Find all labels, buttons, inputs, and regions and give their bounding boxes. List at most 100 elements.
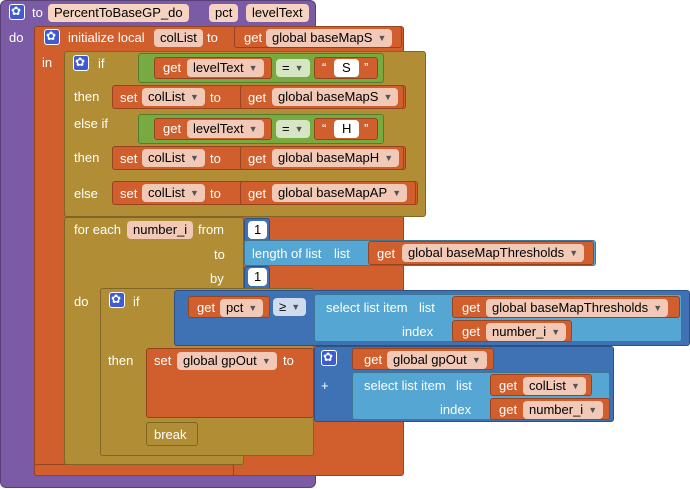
- set2-value[interactable]: global baseMapH▼: [272, 149, 400, 167]
- set1-to-label: to: [210, 90, 221, 105]
- param-leveltext[interactable]: levelText: [246, 4, 309, 22]
- select1-list-value[interactable]: global baseMapThresholds▼: [486, 299, 669, 317]
- foreach-to-label: to: [214, 247, 225, 262]
- chevron-down-icon: ▼: [588, 405, 598, 415]
- set3-get-label: get: [248, 186, 267, 201]
- quote-close-icon: ”: [364, 121, 369, 136]
- init-to-label: to: [207, 30, 218, 45]
- select1-index-value[interactable]: number_i▼: [486, 323, 567, 341]
- cond2-string[interactable]: H: [334, 120, 360, 138]
- chevron-down-icon: ▼: [261, 356, 271, 366]
- chevron-down-icon: ▼: [551, 327, 561, 337]
- break-block[interactable]: [146, 422, 198, 446]
- else-label: else: [74, 186, 98, 201]
- chevron-down-icon: ▼: [383, 92, 393, 102]
- select2-list-value[interactable]: colList▼: [523, 377, 586, 395]
- gpout-get-value[interactable]: global gpOut▼: [387, 351, 487, 369]
- chevron-down-icon: ▼: [294, 124, 304, 134]
- init-get-label: get: [244, 30, 263, 45]
- select2-index-get-label: get: [499, 402, 518, 417]
- procedure-do-label: do: [9, 30, 24, 45]
- cond1-var[interactable]: levelText▼: [187, 59, 264, 77]
- init-in-label: in: [42, 55, 53, 70]
- select-list-label-1: list: [419, 300, 435, 315]
- ge-operator[interactable]: ≥▼: [273, 298, 307, 316]
- inner-then-label: then: [108, 353, 134, 368]
- set3-var[interactable]: colList▼: [142, 184, 205, 202]
- length-list-label: list: [334, 246, 350, 261]
- pct-get-label: get: [197, 300, 216, 315]
- select2-index-value[interactable]: number_i▼: [523, 401, 604, 419]
- set1-get-label: get: [248, 90, 267, 105]
- inner-if-label: if: [133, 294, 140, 309]
- select1-list-get-label: get: [462, 300, 481, 315]
- foreach-by-label: by: [210, 271, 224, 286]
- select-item-label-2: select list item: [364, 378, 446, 393]
- if-label: if: [98, 56, 105, 71]
- init-get-value[interactable]: global baseMapS▼: [266, 29, 393, 47]
- set2-label: set: [120, 151, 138, 166]
- set2-get-label: get: [248, 151, 267, 166]
- foreach-from-label: from: [198, 222, 224, 237]
- inner-if-gear-icon[interactable]: [109, 292, 125, 308]
- set2-var[interactable]: colList▼: [142, 149, 205, 167]
- chevron-down-icon: ▼: [294, 63, 304, 73]
- param-pct[interactable]: pct: [209, 4, 239, 22]
- chevron-down-icon: ▼: [189, 92, 199, 102]
- length-list-value[interactable]: global baseMapThresholds▼: [402, 244, 585, 262]
- chevron-down-icon: ▼: [189, 188, 199, 198]
- chevron-down-icon: ▼: [291, 302, 301, 312]
- chevron-down-icon: ▼: [570, 381, 580, 391]
- then-label-1: then: [74, 89, 100, 104]
- chevron-down-icon: ▼: [392, 188, 402, 198]
- elseif-label: else if: [74, 116, 108, 131]
- set3-to-label: to: [210, 186, 221, 201]
- add-gear-icon[interactable]: [321, 350, 337, 366]
- cond2-operator[interactable]: =▼: [276, 120, 310, 138]
- select-index-label-2: index: [440, 402, 472, 417]
- set1-label: set: [120, 90, 138, 105]
- foreach-do-label: do: [74, 294, 89, 309]
- cond1-string[interactable]: S: [334, 59, 359, 77]
- cond1-operator[interactable]: =▼: [276, 59, 310, 77]
- set-gpout-to-label: to: [283, 353, 294, 368]
- set1-var[interactable]: colList▼: [142, 88, 205, 106]
- gpout-get-label: get: [364, 352, 383, 367]
- init-label: initialize local: [68, 30, 145, 45]
- procedure-name-field[interactable]: PercentToBaseGP_do: [48, 4, 189, 22]
- select1-index-get-label: get: [462, 324, 481, 339]
- select2-list-get-label: get: [499, 378, 518, 393]
- chevron-down-icon: ▼: [384, 153, 394, 163]
- init-var-name[interactable]: colList: [154, 29, 203, 47]
- init-bottom-arm: [34, 464, 234, 476]
- select-index-label-1: index: [402, 324, 434, 339]
- set1-value[interactable]: global baseMapS▼: [272, 88, 399, 106]
- break-label: break: [154, 427, 187, 442]
- init-gear-icon[interactable]: [44, 29, 60, 45]
- cond2-get-label: get: [163, 121, 182, 136]
- foreach-var[interactable]: number_i: [127, 221, 194, 239]
- set3-label: set: [120, 186, 138, 201]
- set2-to-label: to: [210, 151, 221, 166]
- chevron-down-icon: ▼: [189, 153, 199, 163]
- select-list-label-2: list: [456, 378, 472, 393]
- chevron-down-icon: ▼: [653, 303, 663, 313]
- from-number[interactable]: 1: [248, 221, 268, 239]
- plus-label: +: [321, 378, 329, 393]
- quote-close-icon: ”: [364, 60, 369, 75]
- set-gpout-var[interactable]: global gpOut▼: [177, 352, 277, 370]
- procedure-to-label: to: [32, 5, 43, 20]
- length-label: length of list: [252, 246, 322, 261]
- cond2-var[interactable]: levelText▼: [187, 120, 264, 138]
- set3-value[interactable]: global baseMapAP▼: [272, 184, 408, 202]
- chevron-down-icon: ▼: [248, 303, 258, 313]
- by-number[interactable]: 1: [248, 268, 268, 286]
- length-get-label: get: [377, 246, 396, 261]
- chevron-down-icon: ▼: [569, 248, 579, 258]
- procedure-gear-icon[interactable]: [9, 4, 25, 20]
- then-label-2: then: [74, 150, 100, 165]
- chevron-down-icon: ▼: [248, 63, 258, 73]
- if-gear-icon[interactable]: [73, 55, 89, 71]
- quote-open-icon: “: [322, 121, 327, 136]
- pct-var[interactable]: pct▼: [220, 299, 264, 317]
